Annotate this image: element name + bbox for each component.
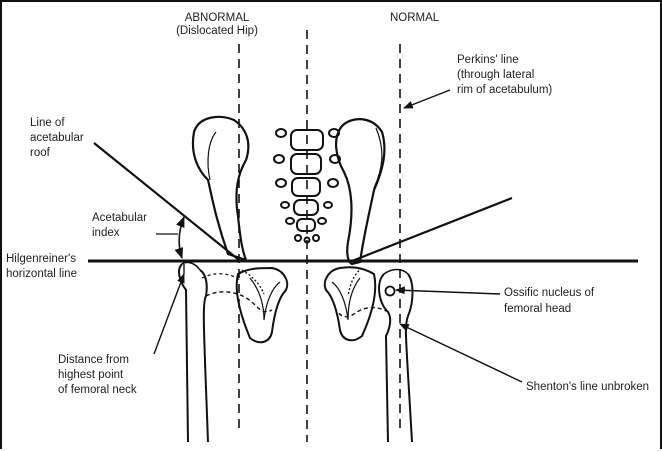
label-roof-line2: acetabular [30,132,84,145]
label-hilgenreiner-line1: Hilgenreiner's [6,253,77,266]
acetabular-index-arc [179,217,184,258]
header-normal: NORMAL [390,12,439,25]
label-roof-line3: roof [30,147,84,160]
label-index-line1: Acetabular [92,212,147,225]
label-ossific-line1: Ossific nucleus of [504,287,594,300]
shenton-arrow [400,324,522,382]
ossific-nucleus [386,287,395,296]
label-roof-line1: Line of [30,117,84,130]
femur-right [379,274,390,442]
label-perkins-line1: Perkins' line [457,54,552,67]
label-distance-line3: of femoral neck [58,384,137,397]
label-hilgenreiner: Hilgenreiner's horizontal line [6,253,77,281]
femur-left [179,264,188,442]
header-abnormal-subtitle: (Dislocated Hip) [152,25,282,38]
label-distance: Distance from highest point of femoral n… [58,354,137,397]
acetabular-roof-line-right [352,198,512,261]
ilium-right [336,119,384,264]
distance-arrow [154,274,184,354]
label-index-line2: index [92,227,147,240]
label-perkins-line3: rim of acetabulum) [457,84,552,97]
header-abnormal: ABNORMAL (Dislocated Hip) [152,12,282,38]
label-ossific-nucleus: Ossific nucleus of femoral head [504,287,594,316]
label-acetabular-index: Acetabular index [92,212,147,240]
label-hilgenreiner-line2: horizontal line [6,268,77,281]
pubis-right [325,267,375,340]
acetabular-roof-line-left [94,143,239,260]
label-distance-line1: Distance from [58,354,137,367]
shenton-line-normal [338,308,388,317]
ilium-left [193,117,248,260]
label-shenton-line: Shenton's line unbroken [526,381,649,394]
label-distance-line2: highest point [58,369,137,382]
label-perkins-line: Perkins' line (through lateral rim of ac… [457,54,552,97]
label-perkins-line2: (through lateral [457,69,552,82]
perkins-arrow [404,90,450,108]
header-abnormal-title: ABNORMAL [152,12,282,25]
label-ossific-line2: femoral head [504,303,594,316]
label-acetabular-roof: Line of acetabular roof [30,117,84,160]
